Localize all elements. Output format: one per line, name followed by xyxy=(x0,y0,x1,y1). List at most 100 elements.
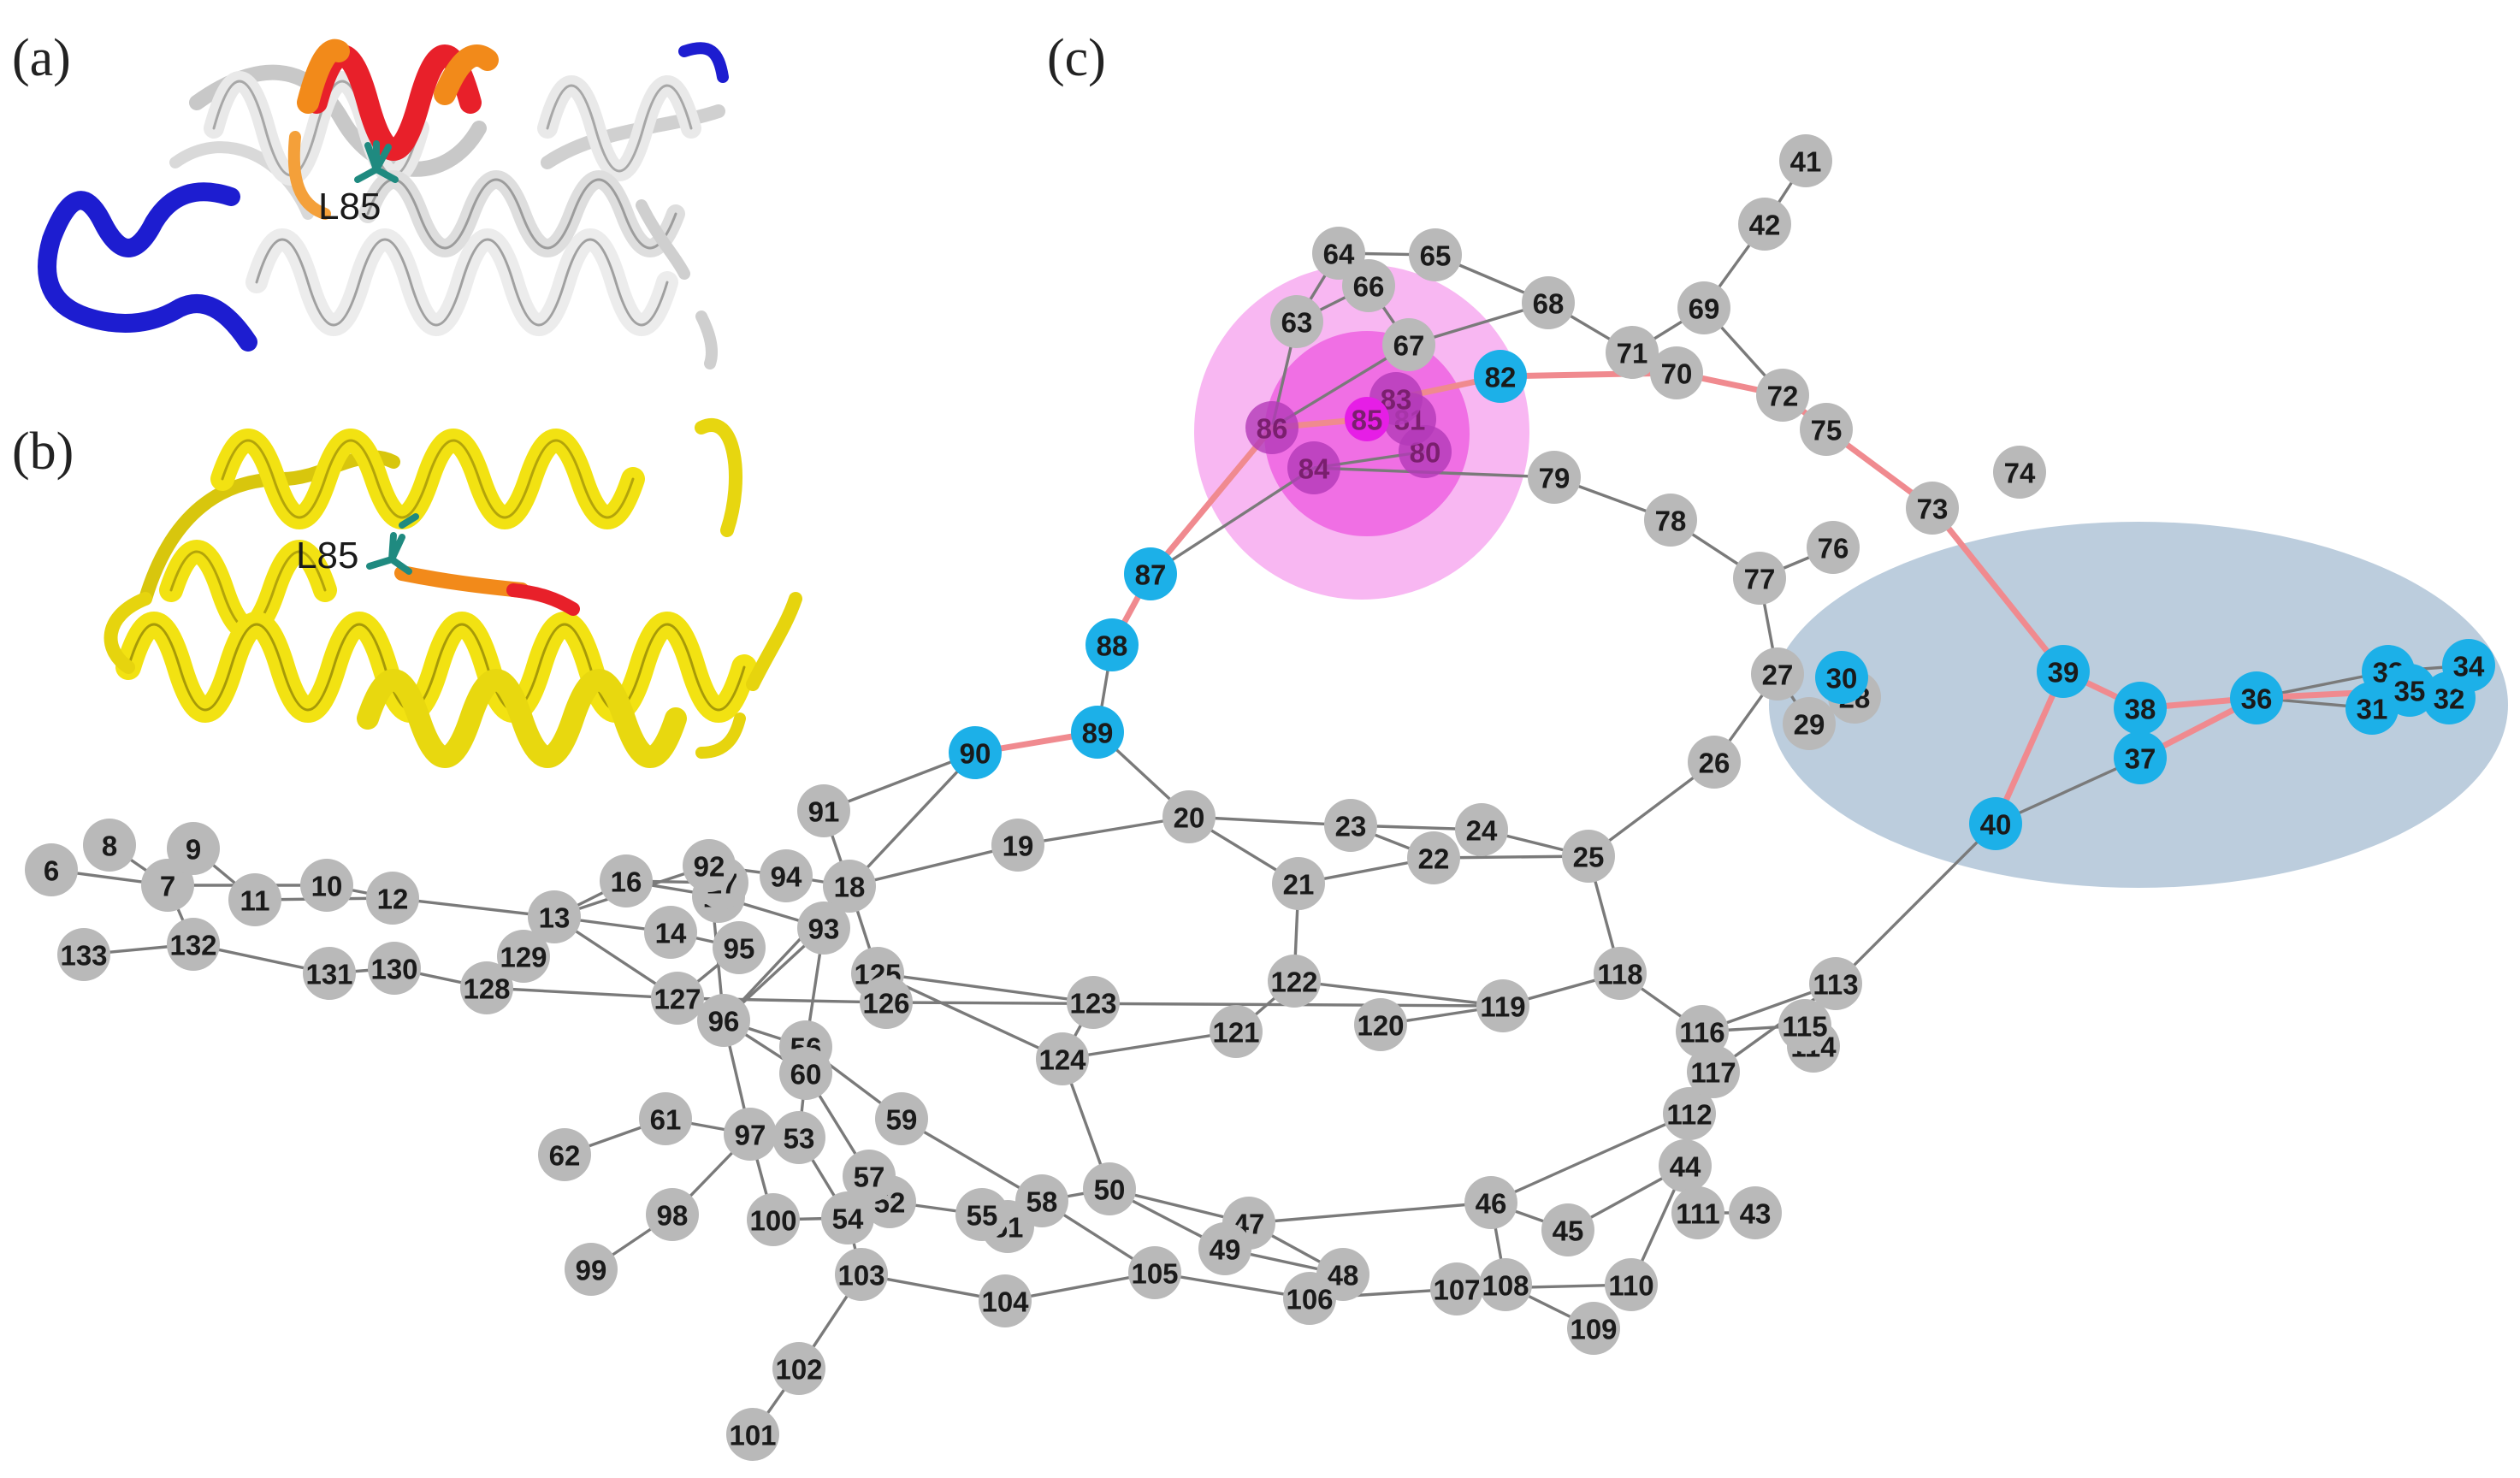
node-label: 23 xyxy=(1335,811,1367,842)
node-circle xyxy=(991,819,1044,872)
edge-20-23 xyxy=(1188,815,1352,827)
node-23: 23 xyxy=(1324,799,1377,852)
node-55: 55 xyxy=(955,1188,1009,1241)
node-90: 90 xyxy=(949,726,1002,779)
edge-128-127 xyxy=(486,986,678,1000)
node-label: 94 xyxy=(771,861,802,893)
node-circle xyxy=(1270,295,1323,348)
panel-a: (a) xyxy=(12,29,729,370)
node-circle xyxy=(1268,955,1321,1008)
node-label: 115 xyxy=(1782,1011,1827,1043)
node-circle xyxy=(835,1248,888,1301)
node-label: 24 xyxy=(1466,815,1498,847)
node-label: 61 xyxy=(650,1104,682,1136)
node-63: 63 xyxy=(1270,295,1323,348)
node-label: 42 xyxy=(1749,210,1781,241)
node-36: 36 xyxy=(2230,671,2283,724)
path-edge-73-39 xyxy=(1929,505,2067,675)
node-circle xyxy=(2383,664,2436,717)
node-label: 49 xyxy=(1210,1234,1241,1266)
node-circle xyxy=(2037,645,2090,698)
node-circle xyxy=(1815,651,1868,704)
node-circle xyxy=(565,1243,618,1296)
node-97: 97 xyxy=(724,1108,777,1161)
node-26: 26 xyxy=(1688,736,1741,789)
node-circle xyxy=(1969,797,2022,850)
node-132: 132 xyxy=(167,918,220,971)
node-label: 67 xyxy=(1393,330,1425,362)
node-circle xyxy=(1198,1222,1251,1275)
node-label: 85 xyxy=(1352,405,1383,436)
edge-126-119 xyxy=(885,1001,1504,1008)
node-circle xyxy=(1124,547,1177,600)
node-124: 124 xyxy=(1036,1032,1089,1085)
node-label: 26 xyxy=(1699,748,1730,779)
node-58: 58 xyxy=(1015,1174,1068,1227)
node-label: 16 xyxy=(611,866,642,898)
node-6: 6 xyxy=(25,843,78,896)
node-98: 98 xyxy=(646,1188,699,1241)
node-34: 34 xyxy=(2442,639,2495,692)
node-circle xyxy=(1522,276,1575,329)
node-109: 109 xyxy=(1567,1302,1620,1355)
node-label: 9 xyxy=(186,834,201,866)
node-39: 39 xyxy=(2037,645,2090,698)
node-label: 109 xyxy=(1570,1314,1617,1345)
node-circle xyxy=(1287,441,1340,494)
edge-123-125 xyxy=(877,972,1094,1004)
node-74: 74 xyxy=(1993,446,2046,499)
node-label: 39 xyxy=(2048,657,2079,689)
node-label: 117 xyxy=(1690,1057,1736,1089)
edge-125-124 xyxy=(877,972,1063,1061)
node-22: 22 xyxy=(1407,831,1460,884)
node-circle xyxy=(683,839,736,892)
node-label: 57 xyxy=(854,1162,885,1193)
node-label: 128 xyxy=(463,973,510,1005)
edge-12-13 xyxy=(392,896,555,919)
node-circle xyxy=(1464,1176,1517,1229)
node-105: 105 xyxy=(1128,1246,1181,1299)
node-circle xyxy=(1409,228,1462,281)
node-7: 7 xyxy=(141,859,194,912)
node-label: 113 xyxy=(1813,969,1858,1001)
node-circle xyxy=(760,849,813,902)
node-129: 129 xyxy=(497,930,550,983)
node-107: 107 xyxy=(1430,1262,1483,1315)
node-label: 133 xyxy=(60,940,107,972)
node-circle xyxy=(2114,731,2167,784)
node-label: 84 xyxy=(1298,453,1330,485)
node-78: 78 xyxy=(1644,494,1697,547)
edge-87-84 xyxy=(1150,466,1315,576)
node-label: 77 xyxy=(1744,564,1776,595)
edge-113-40 xyxy=(1834,822,1997,985)
node-93: 93 xyxy=(797,902,850,955)
edge-47-46 xyxy=(1248,1201,1492,1225)
node-43: 43 xyxy=(1729,1186,1782,1239)
node-label: 108 xyxy=(1482,1270,1529,1302)
node-89: 89 xyxy=(1071,706,1124,759)
node-label: 6 xyxy=(44,855,59,887)
node-14: 14 xyxy=(644,906,697,959)
node-label: 127 xyxy=(654,984,701,1015)
node-circle xyxy=(1162,790,1216,843)
node-66: 66 xyxy=(1342,259,1395,312)
node-circle xyxy=(797,902,850,955)
node-circle xyxy=(300,859,353,912)
node-label: 72 xyxy=(1767,381,1799,412)
node-85: 85 xyxy=(1345,397,1389,441)
node-circle xyxy=(1342,259,1395,312)
node-label: 22 xyxy=(1418,843,1450,875)
path-edge-39-40 xyxy=(1992,668,2067,827)
node-27: 27 xyxy=(1751,647,1804,701)
node-102: 102 xyxy=(772,1342,825,1395)
node-123: 123 xyxy=(1067,976,1120,1029)
node-circle xyxy=(697,994,750,1047)
panel-a-label: (a) xyxy=(12,29,71,87)
node-circle xyxy=(1272,857,1325,910)
node-label: 21 xyxy=(1283,869,1315,901)
node-label: 36 xyxy=(2241,683,2273,715)
node-circle xyxy=(1528,451,1581,504)
node-label: 19 xyxy=(1003,831,1034,862)
node-circle xyxy=(1650,346,1703,399)
node-label: 73 xyxy=(1917,494,1949,525)
